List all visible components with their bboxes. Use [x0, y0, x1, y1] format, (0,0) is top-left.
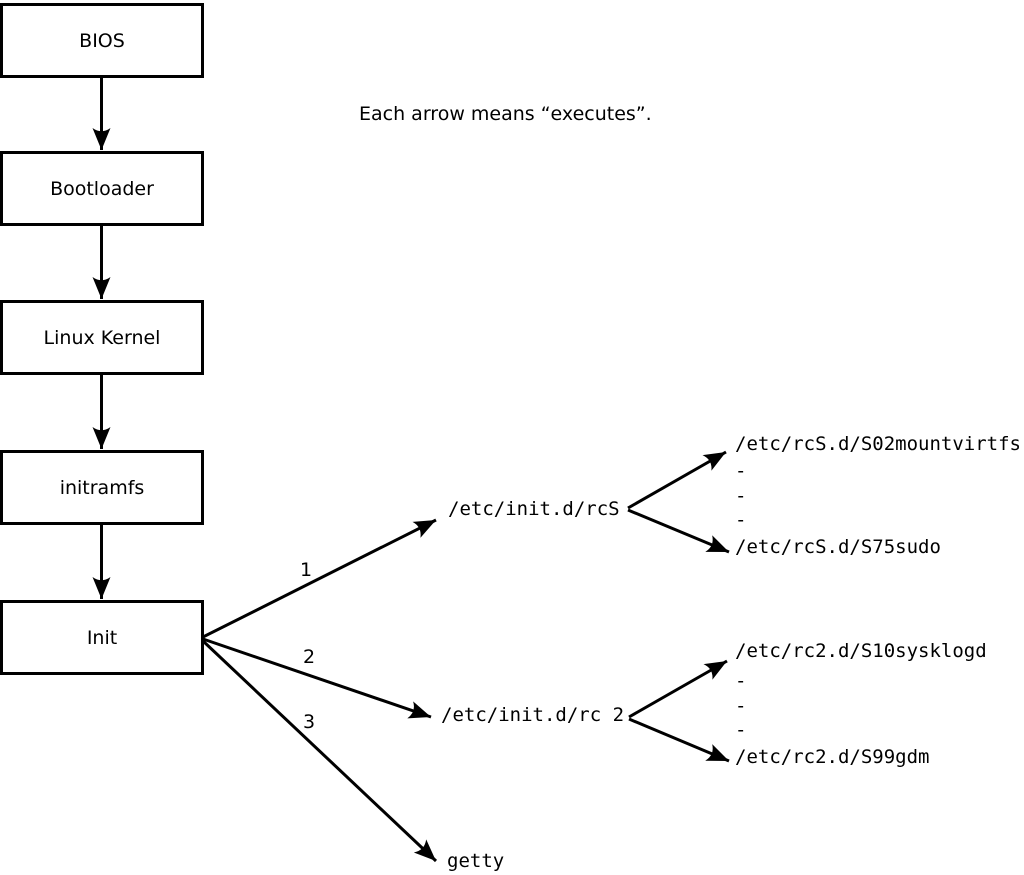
rcs-path-label: /etc/init.d/rcS [448, 498, 620, 520]
arrow-rcs-to-last-script [627, 508, 730, 554]
box-linux-kernel: Linux Kernel [0, 300, 204, 375]
rcs-ellipsis-3: - [735, 509, 747, 531]
rcs-script-last: /etc/rcS.d/S75sudo [735, 536, 941, 558]
rc2-script-last: /etc/rc2.d/S99gdm [735, 746, 930, 768]
rc2-ellipsis-1: - [735, 670, 747, 692]
box-bios: BIOS [0, 3, 204, 78]
box-bootloader-label: Bootloader [50, 177, 154, 200]
arrow-rcs-to-first-script [627, 450, 727, 510]
arrow-init-to-rc2 [202, 637, 432, 719]
rc2-ellipsis-3: - [735, 719, 747, 741]
box-initramfs-label: initramfs [59, 476, 145, 499]
rcs-ellipsis-2: - [735, 485, 747, 507]
rcs-ellipsis-1: - [735, 460, 747, 482]
box-bios-label: BIOS [79, 29, 125, 52]
rc2-path-label: /etc/init.d/rc 2 [441, 704, 625, 726]
box-initramfs: initramfs [0, 450, 204, 525]
branch-number-3: 3 [303, 711, 316, 733]
box-linux-kernel-label: Linux Kernel [43, 326, 161, 349]
box-init: Init [0, 600, 204, 675]
getty-label: getty [447, 850, 505, 872]
branch-number-1: 1 [300, 559, 313, 581]
rc2-ellipsis-2: - [735, 695, 747, 717]
arrow-rc2-to-first-script [628, 659, 728, 719]
branch-number-2: 2 [303, 646, 316, 668]
arrow-init-to-getty [201, 639, 438, 863]
rc2-script-first: /etc/rc2.d/S10sysklogd [735, 640, 987, 662]
caption-text: Each arrow means “executes”. [359, 103, 652, 125]
arrow-init-to-rcs [202, 518, 437, 639]
box-bootloader: Bootloader [0, 151, 204, 226]
box-init-label: Init [86, 626, 118, 649]
arrow-rc2-to-last-script [628, 717, 730, 763]
rcs-script-first: /etc/rcS.d/S02mountvirtfs [735, 433, 1021, 455]
